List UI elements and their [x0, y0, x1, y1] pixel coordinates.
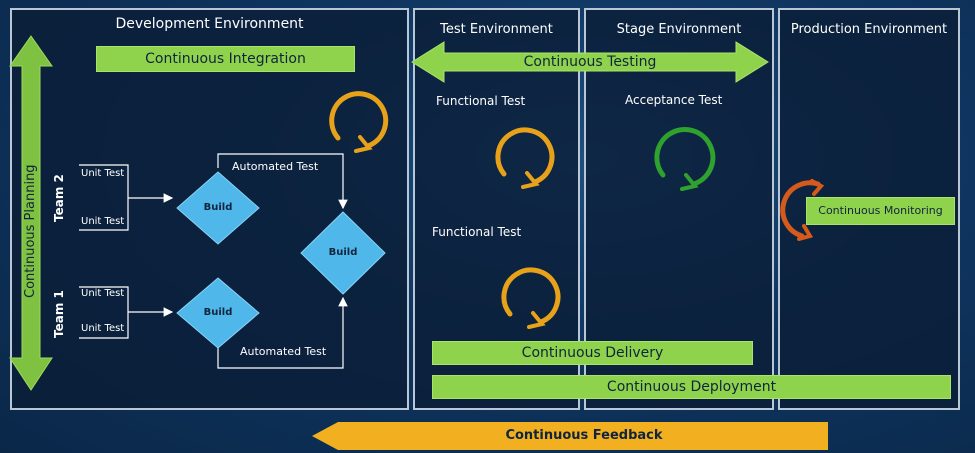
- unit-test-label: Unit Test: [81, 168, 125, 179]
- build-label-bottom: Build: [203, 307, 233, 318]
- continuous-planning-label: Continuous Planning: [23, 164, 38, 298]
- continuous-integration-bar: Continuous Integration: [96, 46, 355, 72]
- automated-test-label-top: Automated Test: [232, 160, 319, 173]
- cycle-icon-functional-test-2: [501, 267, 561, 329]
- test-environment-title: Test Environment: [440, 22, 553, 37]
- continuous-deployment-bar: Continuous Deployment: [432, 375, 951, 399]
- cycle-icon-integration: [329, 91, 389, 153]
- development-environment-title: Development Environment: [115, 16, 304, 32]
- unit-test-label: Unit Test: [81, 323, 125, 334]
- automated-test-bottom-path: [217, 296, 348, 369]
- unit-test-brackets: [79, 153, 348, 369]
- automated-test-top-path: [217, 153, 348, 210]
- build-diamond-bottom: [176, 277, 260, 349]
- build-diamond-top: [176, 171, 260, 245]
- continuous-delivery-bar: Continuous Delivery: [432, 341, 753, 365]
- build-label-top: Build: [203, 202, 233, 213]
- build-diamond-final: [300, 211, 386, 295]
- continuous-feedback-arrow: [312, 422, 828, 450]
- team2-label: Team 2: [52, 174, 66, 222]
- cycle-icon-monitoring: [780, 179, 825, 241]
- continuous-feedback-label: Continuous Feedback: [505, 428, 663, 443]
- continuous-planning-arrow: [9, 35, 53, 391]
- cycle-icon-functional-test-1: [495, 127, 555, 189]
- unit-test-label: Unit Test: [81, 216, 125, 227]
- continuous-testing-label: Continuous Testing: [523, 54, 657, 70]
- continuous-monitoring-bar: Continuous Monitoring: [806, 197, 955, 225]
- unit-test-label: Unit Test: [81, 288, 125, 299]
- functional-test-label-2: Functional Test: [432, 225, 522, 239]
- continuous-testing-arrow: [411, 41, 769, 83]
- team1-label: Team 1: [52, 290, 66, 338]
- build-label-final: Build: [328, 247, 358, 258]
- automated-test-label-bottom: Automated Test: [240, 345, 327, 358]
- production-environment-title: Production Environment: [790, 22, 948, 37]
- acceptance-test-label: Acceptance Test: [625, 93, 723, 107]
- functional-test-label-1: Functional Test: [436, 94, 526, 108]
- stage-environment-title: Stage Environment: [616, 22, 742, 37]
- cycle-icon-acceptance-test: [654, 127, 716, 191]
